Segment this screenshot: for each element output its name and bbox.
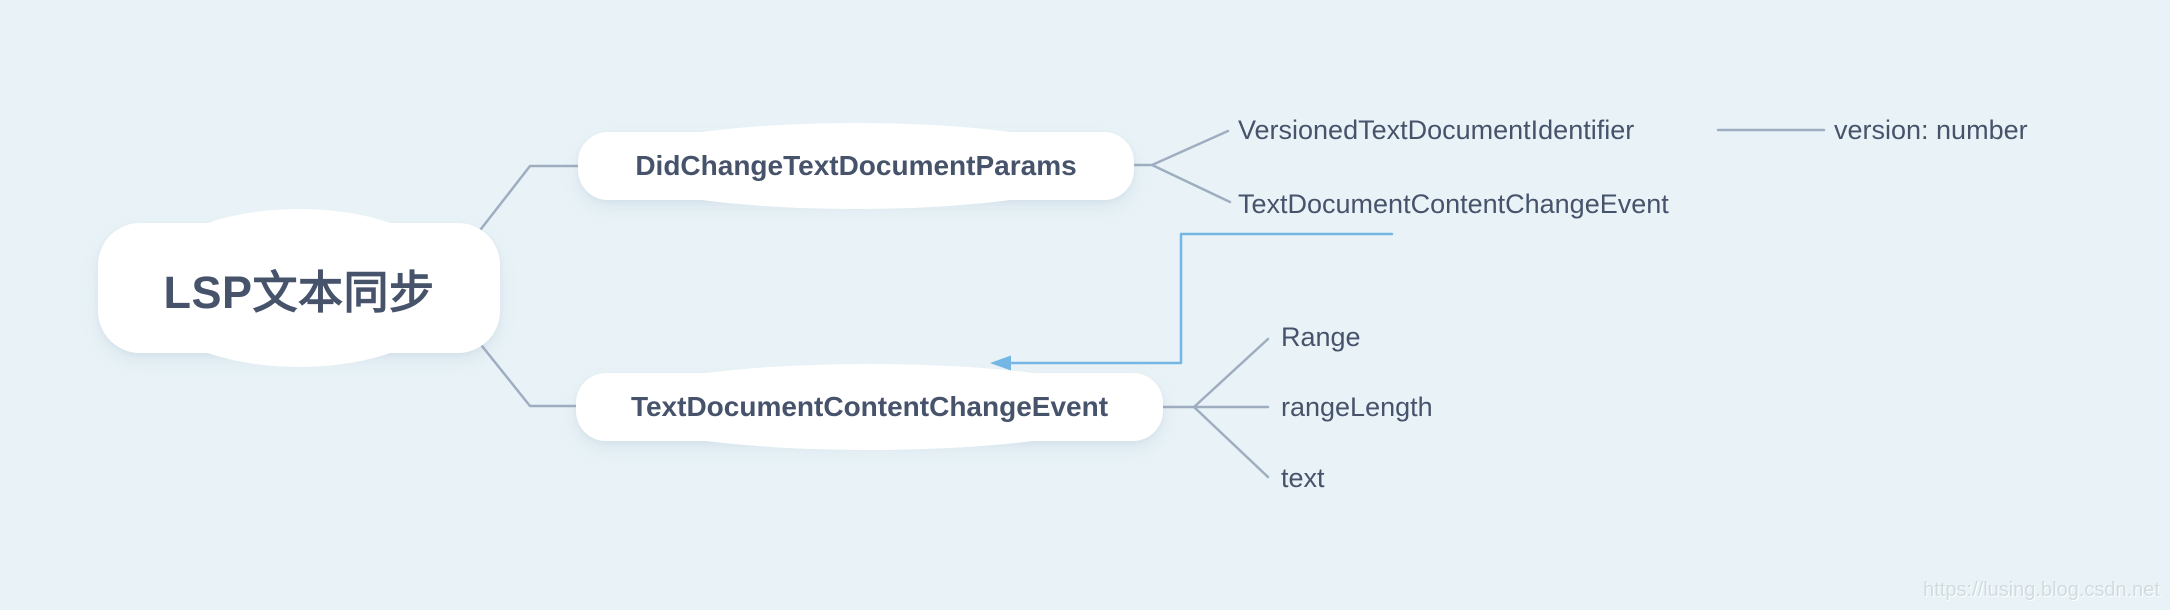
connector-root-to-branch1	[472, 164, 580, 240]
connector-root-to-branch2	[472, 334, 580, 408]
root-topic-label: LSP文本同步	[163, 266, 435, 318]
subtopic-version-number[interactable]: version: number	[1834, 115, 2028, 145]
connector-branch2-to-subtopics	[1158, 337, 1270, 479]
subtopic-range[interactable]: Range	[1281, 322, 1361, 352]
subtopic-versionedtextdocumentidentifier[interactable]: VersionedTextDocumentIdentifier	[1238, 115, 1635, 145]
branch-topic-textdocumentcontentchangeevent[interactable]: TextDocumentContentChangeEvent	[576, 364, 1163, 450]
watermark: https://lusing.blog.csdn.net	[1923, 579, 2160, 601]
subtopic-text[interactable]: text	[1281, 463, 1325, 493]
branch-topic-didchangetextdocumentparams[interactable]: DidChangeTextDocumentParams	[578, 123, 1134, 209]
root-topic[interactable]: LSP文本同步	[98, 209, 500, 367]
branch-topic-label: TextDocumentContentChangeEvent	[630, 391, 1109, 422]
connector-branch1-to-subtopics	[1128, 129, 1232, 204]
subtopic-textdocumentcontentchangeevent[interactable]: TextDocumentContentChangeEvent	[1238, 189, 1669, 219]
subtopic-rangelength[interactable]: rangeLength	[1281, 392, 1433, 422]
branch-topic-label: DidChangeTextDocumentParams	[635, 150, 1077, 181]
